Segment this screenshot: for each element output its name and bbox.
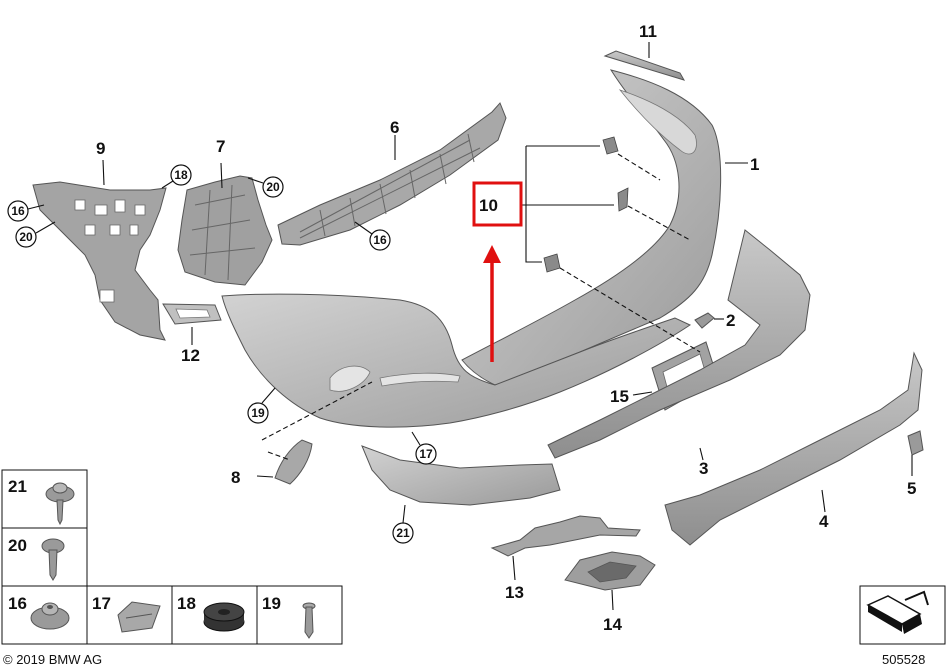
svg-text:21: 21 [396,526,410,540]
part-bumper-slot [379,372,461,387]
label-part-12: 12 [181,346,200,365]
callout-16-left: 16 [7,200,45,222]
highlight-arrow-head [483,245,501,263]
svg-text:17: 17 [419,447,433,461]
label-part-10: 10 [479,196,498,215]
part-1-bumper-cover[interactable] [461,69,722,386]
label-part-9: 9 [96,139,105,158]
svg-text:20: 20 [19,230,33,244]
part-3-lower-trim[interactable] [547,229,811,459]
label-part-11: 11 [639,22,657,41]
leader-lines [102,42,913,611]
part-lower-side-trim[interactable] [361,445,561,506]
label-part-13: 13 [505,583,524,602]
legend-nut-16-icon [30,602,70,630]
legend-screw-21-icon [45,482,75,526]
label-part-2: 2 [726,311,735,330]
part-7-corner-bracket[interactable] [177,175,273,286]
part-11-trim-strip[interactable] [603,50,686,81]
highlight-box [472,181,523,227]
label-part-7: 7 [216,137,225,156]
part-9-side-bracket[interactable] [32,181,167,341]
part-10-clip-b[interactable] [617,187,629,212]
callout-19: 19 [247,387,276,424]
callout-17: 17 [411,431,437,465]
part-2-clip[interactable] [694,312,715,329]
legend-label-16: 16 [8,594,27,613]
svg-text:16: 16 [373,233,387,247]
copyright-text: © 2019 BMW AG [3,652,102,667]
part-bumper-lower-shell[interactable] [221,293,692,428]
legend-label-20: 20 [8,536,27,555]
part-5-bracket[interactable] [907,430,924,456]
part-14-inner [587,561,637,583]
legend-label-18: 18 [177,594,196,613]
callout-20-right: 20 [247,176,284,198]
legend-clip-17-icon [117,601,161,633]
legend-label-19: 19 [262,594,281,613]
part-1-inner-recess [618,89,697,155]
part-10-clip-c[interactable] [543,253,561,273]
part-6-ribs [299,133,481,239]
label-part-15: 15 [610,387,629,406]
svg-text:19: 19 [251,406,265,420]
part-bumper-light-cut [329,365,371,392]
label-part-4: 4 [819,512,829,531]
svg-text:18: 18 [174,168,188,182]
orientation-icon [859,585,946,645]
part-8-trim-piece[interactable] [274,439,313,485]
legend-grommet-18-icon [203,602,245,632]
part-4-lower-strip[interactable] [664,351,923,546]
label-part-6: 6 [390,118,399,137]
legend-screw-20-icon [41,538,65,581]
legend-label-17: 17 [92,594,111,613]
part-10-clip-a[interactable] [602,136,619,155]
part-9-cutouts [74,199,146,303]
callout-18: 18 [161,164,192,189]
label-part-1: 1 [750,155,759,174]
diagram-number: 505528 [882,652,925,667]
part-6-carrier-bar[interactable] [277,102,507,246]
label-part-8: 8 [231,468,240,487]
label-part-3: 3 [699,459,708,478]
callout-21: 21 [392,504,414,544]
part-13-bracket[interactable] [490,515,641,557]
legend-label-21: 21 [8,477,27,496]
label-part-5: 5 [907,479,916,498]
svg-text:16: 16 [11,204,25,218]
label-part-14: 14 [603,615,622,634]
callout-20-left: 20 [15,221,56,248]
callout-16-mid: 16 [354,221,391,251]
legend-rivet-19-icon [302,602,316,639]
part-7-detail [189,184,256,281]
svg-text:20: 20 [266,180,280,194]
part-12-frame-hole [175,308,211,319]
